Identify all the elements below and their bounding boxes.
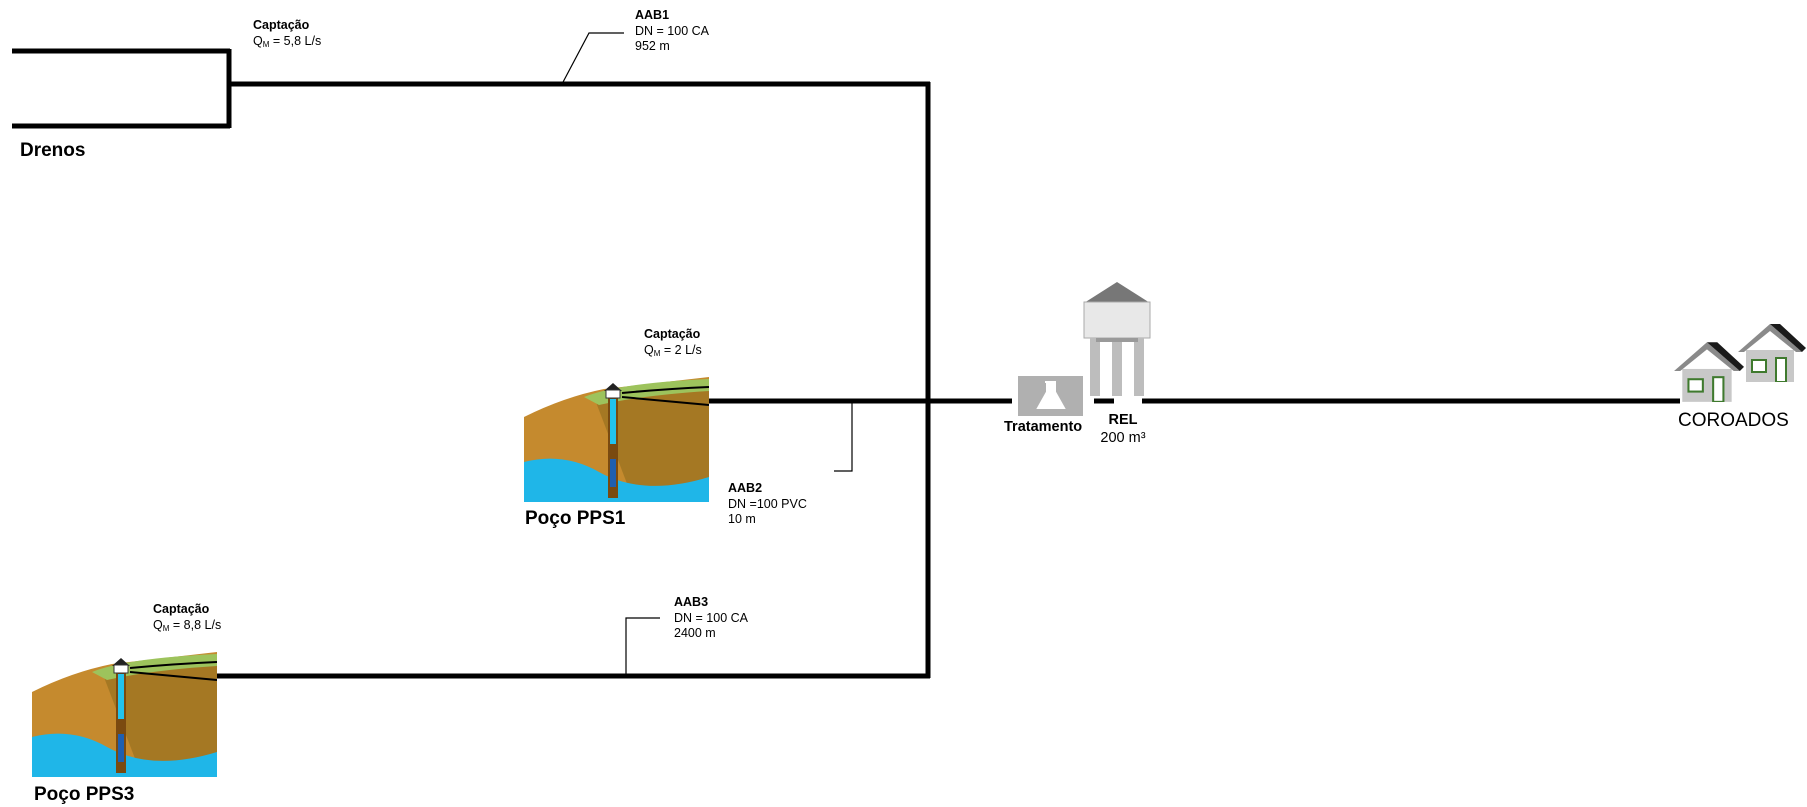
aab2-dn: DN =100 PVC — [728, 496, 807, 511]
destination-label: COROADOS — [1678, 410, 1789, 431]
drains-intake-callout: Captação QM = 5,8 L/s — [253, 18, 321, 50]
pps1-flow-rate: QM = 2 L/s — [644, 342, 702, 358]
aab3-length: 2400 m — [674, 626, 716, 641]
callout-leaders — [561, 32, 853, 676]
pps3-label: Poço PPS3 — [34, 784, 135, 805]
aab2-length: 10 m — [728, 512, 756, 527]
aab1-length: 952 m — [635, 39, 670, 54]
water-tower-icon — [1083, 282, 1151, 404]
well-pps1-illustration — [524, 377, 709, 502]
aab2-callout: AAB2 DN =100 PVC 10 m — [728, 481, 807, 528]
aab3-dn: DN = 100 CA — [674, 610, 748, 625]
reservoir-label: REL — [1108, 412, 1138, 428]
pps1-label: Poço PPS1 — [525, 508, 626, 529]
aab1-dn: DN = 100 CA — [635, 23, 709, 38]
aab3-name: AAB3 — [674, 595, 709, 609]
well-pps3-illustration — [32, 652, 217, 777]
drains-label: Drenos — [20, 140, 86, 161]
drains-structure — [12, 48, 232, 129]
houses-icon — [1673, 323, 1806, 402]
pps1-intake-title: Captação — [644, 327, 701, 341]
drains-flow-rate: QM = 5,8 L/s — [253, 33, 322, 49]
aab2-name: AAB2 — [728, 481, 763, 495]
reservoir-capacity: 200 m³ — [1100, 430, 1146, 447]
pps3-intake-callout: Captação QM = 8,8 L/s — [153, 602, 221, 634]
aab1-name: AAB1 — [635, 8, 670, 22]
drains-intake-title: Captação — [253, 18, 310, 32]
pps1-intake-callout: Captação QM = 2 L/s — [644, 327, 702, 359]
aab1-callout: AAB1 DN = 100 CA 952 m — [635, 8, 709, 55]
flask-icon — [1018, 376, 1083, 416]
aab3-callout: AAB3 DN = 100 CA 2400 m — [674, 595, 748, 642]
treatment-label: Tratamento — [1004, 419, 1083, 435]
pps3-intake-title: Captação — [153, 602, 210, 616]
reservoir-callout: REL 200 m³ — [1098, 411, 1148, 447]
pipe-network — [208, 81, 1680, 679]
pps3-flow-rate: QM = 8,8 L/s — [153, 617, 222, 633]
